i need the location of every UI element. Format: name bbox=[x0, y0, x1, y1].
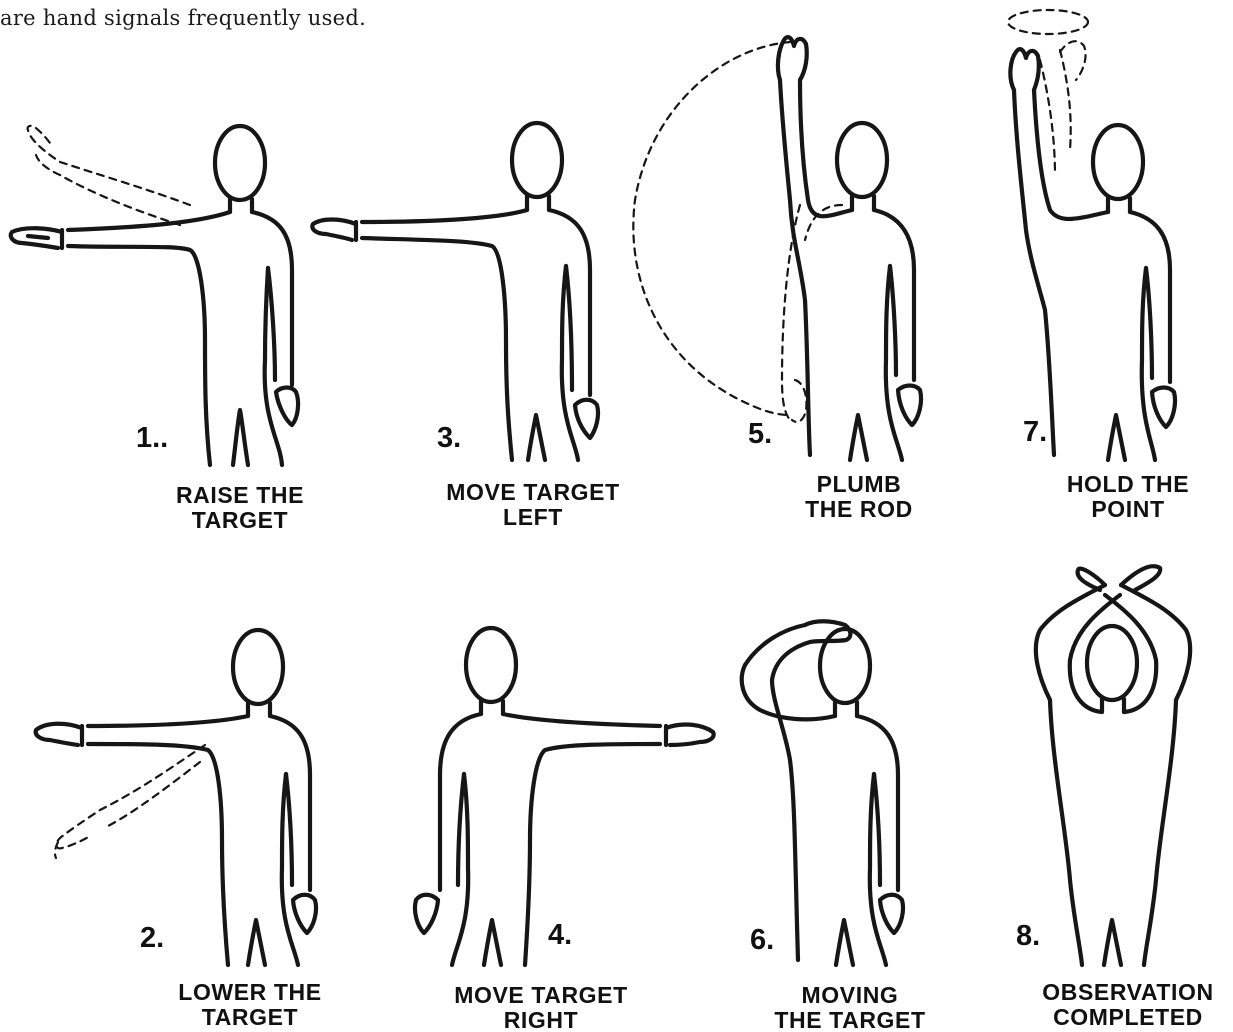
figure-body-moving bbox=[742, 621, 903, 965]
signal-caption-raise-line1: RAISE THE bbox=[176, 482, 304, 508]
signal-number-moving: 6. bbox=[750, 924, 774, 956]
signal-caption-plumb-line1: PLUMB bbox=[817, 471, 902, 497]
signal-caption-completed-line1: OBSERVATION bbox=[1042, 979, 1213, 1005]
signal-caption-hold-line1: HOLD THE bbox=[1067, 471, 1189, 497]
figure-body-move-right bbox=[415, 628, 714, 965]
signal-number-lower: 2. bbox=[140, 922, 164, 954]
signal-figure-move-right: 4. MOVE TARGET RIGHT bbox=[415, 628, 714, 1032]
ghost-arm-plumb bbox=[633, 42, 842, 422]
figure-body-hold bbox=[1010, 49, 1175, 460]
signal-figure-moving: 6. MOVING THE TARGET bbox=[742, 621, 926, 1032]
signal-figure-plumb: 5. PLUMB THE ROD bbox=[633, 37, 921, 522]
figure-body-move-left bbox=[312, 123, 598, 460]
figure-body-raise bbox=[11, 126, 298, 465]
signal-number-raise: 1.. bbox=[136, 422, 168, 454]
signal-caption-plumb-line2: THE ROD bbox=[805, 496, 913, 522]
figure-body-plumb bbox=[778, 37, 921, 460]
signal-caption-move-right-line2: RIGHT bbox=[504, 1007, 579, 1032]
signal-caption-moving-line1: MOVING bbox=[802, 982, 899, 1008]
signal-caption-hold-line2: POINT bbox=[1091, 496, 1164, 522]
signal-figure-raise: 1.. RAISE THE TARGET bbox=[11, 126, 304, 533]
figure-body-lower bbox=[36, 630, 316, 965]
signal-caption-moving-line2: THE TARGET bbox=[774, 1007, 925, 1032]
signal-figure-move-left: 3. MOVE TARGET LEFT bbox=[312, 123, 619, 530]
signal-number-move-right: 4. bbox=[548, 919, 572, 951]
signal-number-plumb: 5. bbox=[748, 418, 772, 450]
signal-caption-move-right-line1: MOVE TARGET bbox=[454, 982, 628, 1008]
signal-caption-lower-line2: TARGET bbox=[202, 1004, 298, 1030]
signal-caption-completed-line2: COMPLETED bbox=[1053, 1004, 1203, 1030]
signal-figure-lower: 2. LOWER THE TARGET bbox=[36, 630, 322, 1030]
signal-caption-raise-line2: TARGET bbox=[192, 507, 288, 533]
signal-figure-completed: 8. OBSERVATION COMPLETED bbox=[1016, 566, 1214, 1030]
ghost-arm-lower bbox=[55, 745, 205, 858]
signal-caption-move-left-line2: LEFT bbox=[503, 504, 563, 530]
signal-number-move-left: 3. bbox=[437, 422, 461, 454]
signal-number-hold: 7. bbox=[1023, 416, 1047, 448]
ghost-arm-raise bbox=[28, 126, 190, 225]
signal-figure-hold: 7. HOLD THE POINT bbox=[1008, 10, 1189, 522]
signal-number-completed: 8. bbox=[1016, 920, 1040, 952]
figure-body-completed bbox=[1036, 566, 1190, 965]
signal-caption-lower-line1: LOWER THE bbox=[178, 979, 321, 1005]
signal-caption-move-left-line1: MOVE TARGET bbox=[446, 479, 620, 505]
